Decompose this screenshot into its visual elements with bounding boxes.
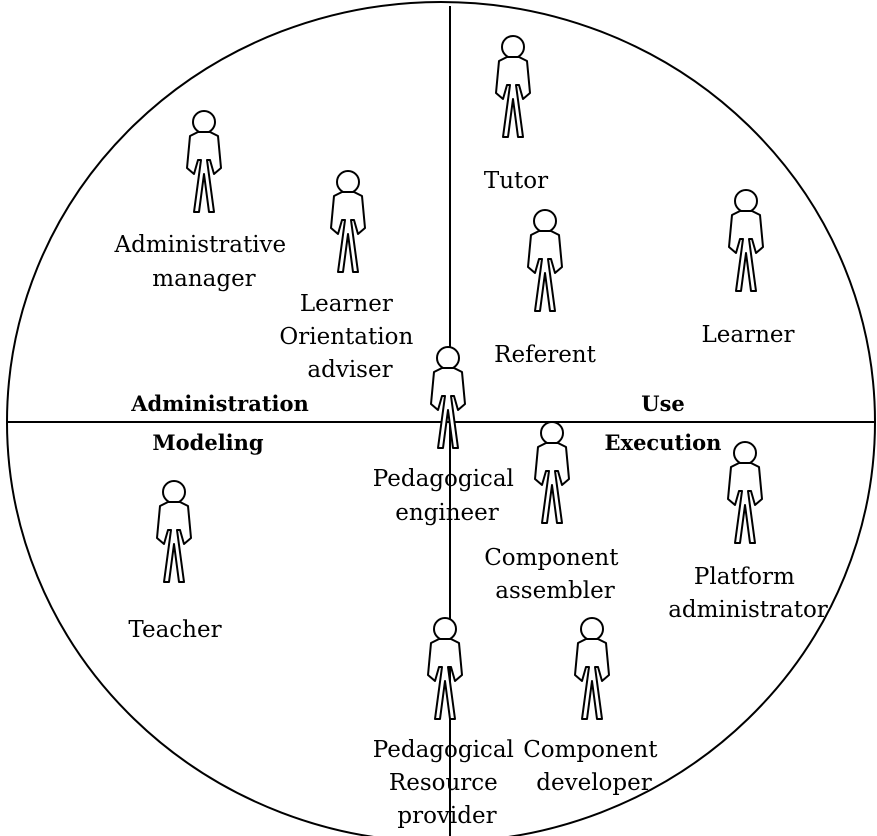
svg-text:Pedagogical Resource: Pedagogical Resource provider (373, 737, 521, 829)
quadrant-administration: Administration (130, 391, 309, 416)
actor-referent: Referent (494, 209, 597, 368)
svg-text:Component assembler: Component assembler (484, 545, 626, 604)
stick-figure-icon (427, 617, 463, 720)
actor-platform-administrator: Platform administrator (668, 441, 828, 623)
actor-administrative-manager: Administrative manager (114, 110, 294, 292)
quadrant-execution: Execution (605, 430, 722, 455)
pedagogical-resource-provider-label-1: Pedagogical (373, 737, 514, 763)
learner-label: Learner (701, 322, 794, 348)
component-developer-label-1: Component (523, 737, 658, 763)
pedagogical-engineer-label-1: Pedagogical (373, 466, 514, 492)
actor-tutor: Tutor (484, 35, 548, 194)
svg-text:Administrative manager: Administrative manager (114, 232, 294, 292)
stick-figure-icon (574, 617, 610, 720)
stick-figure-icon (330, 170, 366, 273)
svg-text:Learner Orientation: Learner Orientation adviser (279, 291, 420, 383)
tutor-label: Tutor (484, 168, 548, 194)
administrative-manager-label-1: Administrative (114, 232, 287, 258)
actor-pedagogical-resource-provider: Pedagogical Resource provider (373, 617, 521, 829)
actor-teacher: Teacher (128, 480, 222, 643)
actor-learner: Learner (701, 189, 795, 348)
svg-text:Pedagogical engineer: Pedagogical engineer (373, 466, 521, 526)
svg-text:Component developer: Component developer (523, 737, 665, 796)
learner-orientation-adviser-label-2: Orientation (279, 324, 413, 350)
svg-text:Platform administrator: Platform administrator (668, 564, 828, 623)
svg-text:Learner: Learner (701, 322, 794, 348)
quadrant-use: Use (641, 391, 685, 416)
platform-administrator-label-2: administrator (668, 597, 828, 623)
stick-figure-icon (495, 35, 531, 138)
actor-pedagogical-engineer: Pedagogical engineer (373, 346, 521, 526)
stick-figure-icon (534, 421, 570, 524)
actor-component-assembler: Component assembler (484, 421, 626, 604)
stick-figure-icon (186, 110, 222, 213)
component-developer-label-2: developer (536, 770, 651, 796)
teacher-label: Teacher (128, 617, 221, 643)
platform-administrator-label-1: Platform (694, 564, 795, 590)
actor-learner-orientation-adviser: Learner Orientation adviser (279, 170, 420, 383)
component-assembler-label-2: assembler (495, 578, 614, 604)
stick-figure-icon (156, 480, 192, 583)
component-assembler-label-1: Component (484, 545, 619, 571)
pedagogical-engineer-label-2: engineer (395, 500, 499, 526)
svg-text:Tutor: Tutor (484, 168, 548, 194)
pedagogical-resource-provider-label-3: provider (397, 803, 496, 829)
learner-orientation-adviser-label-1: Learner (300, 291, 393, 317)
learner-orientation-adviser-label-3: adviser (307, 357, 392, 383)
stick-figure-icon (727, 441, 763, 544)
referent-label: Referent (494, 342, 596, 368)
pedagogical-resource-provider-label-2: Resource (389, 770, 498, 796)
stick-figure-icon (430, 346, 466, 449)
actor-component-developer: Component developer (523, 617, 665, 796)
quadrant-modeling: Modeling (152, 430, 264, 455)
administrative-manager-label-2: manager (152, 266, 255, 292)
stick-figure-icon (728, 189, 764, 292)
svg-text:Referent: Referent (494, 342, 596, 368)
stick-figure-icon (527, 209, 563, 312)
svg-text:Teacher: Teacher (128, 617, 221, 643)
